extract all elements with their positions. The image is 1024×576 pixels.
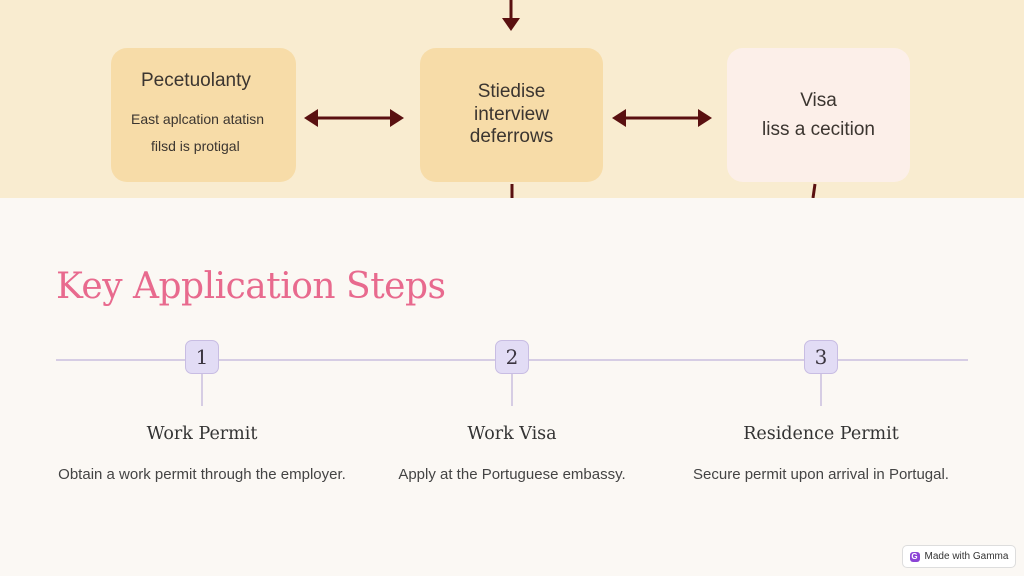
box2-line2: interview	[474, 103, 549, 125]
step-2-number-badge: 2	[495, 340, 529, 374]
step-2-description: Apply at the Portuguese embassy.	[398, 466, 626, 483]
section-title: Key Application Steps	[56, 266, 446, 307]
diagram-box-2: Stiedise interview deferrows	[420, 48, 603, 182]
step-3-description: Secure permit upon arrival in Portugal.	[693, 466, 949, 483]
arrow-top-head	[502, 18, 520, 31]
step-1-description: Obtain a work permit through the employe…	[58, 466, 346, 483]
step-3: 3 Residence Permit Secure permit upon ar…	[666, 340, 976, 488]
flow-arrows	[304, 0, 817, 198]
step-3-connector	[820, 374, 822, 406]
box2-line1: Stiedise	[477, 80, 546, 102]
arrow-left-head-b	[390, 109, 404, 127]
box1-title: Pecetuolanty	[141, 70, 251, 92]
arrow-right-head-b	[698, 109, 712, 127]
step-1-connector	[201, 374, 203, 406]
box1-line2: filsd is protigal	[151, 138, 240, 154]
box3-line1: Visa	[800, 89, 837, 111]
step-1-number-badge: 1	[185, 340, 219, 374]
step-2: 2 Work Visa Apply at the Portuguese emba…	[357, 340, 667, 488]
diagram-box-1: Pecetuolanty East aplcation atatisn fils…	[111, 48, 296, 182]
step-2-title: Work Visa	[467, 424, 557, 444]
gamma-logo-icon: G	[909, 551, 920, 562]
step-3-number-badge: 3	[804, 340, 838, 374]
step-2-connector	[511, 374, 513, 406]
made-with-gamma-label: Made with Gamma	[924, 551, 1009, 562]
step-1-title: Work Permit	[146, 424, 258, 444]
box3-line2: liss a cecition	[762, 119, 875, 140]
made-with-gamma-badge[interactable]: G Made with Gamma	[902, 545, 1016, 568]
step-3-title: Residence Permit	[743, 424, 899, 444]
connector-down-right	[811, 183, 817, 198]
box1-line1: East aplcation atatisn	[131, 111, 265, 128]
diagram-box-3: Visa liss a cecition	[727, 48, 910, 182]
step-1: 1 Work Permit Obtain a work permit throu…	[47, 340, 357, 488]
arrow-right-head-a	[612, 109, 626, 127]
arrow-left-head-a	[304, 109, 318, 127]
box2-line3: deferrows	[469, 126, 554, 148]
hero-diagram-image: Pecetuolanty East aplcation atatisn fils…	[0, 0, 1024, 198]
